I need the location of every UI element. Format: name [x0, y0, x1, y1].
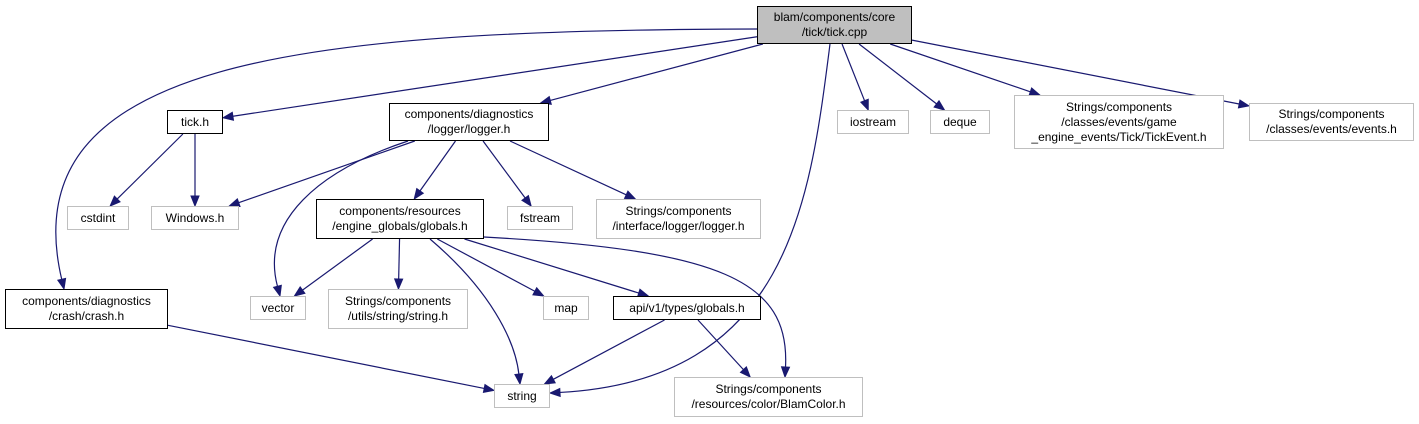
edge-globals_h-to-string: [429, 238, 524, 386]
edge-logger_h-to-windows_h: [227, 140, 415, 208]
edge-logger_h-to-iface_logger_h: [509, 140, 637, 200]
node-events-h: Strings/components /classes/events/event…: [1249, 103, 1414, 141]
edge-tick_cpp-to-tick_event_h: [890, 43, 1042, 97]
node-map: map: [543, 296, 589, 320]
node-tick-cpp[interactable]: blam/components/core /tick/tick.cpp: [757, 6, 912, 44]
node-windows-h: Windows.h: [151, 206, 239, 230]
edge-api_globals_h-to-string: [543, 319, 665, 385]
edge-globals_h-to-map: [437, 238, 545, 297]
edge-globals_h-to-string_h: [393, 238, 404, 291]
node-engine-globals-h[interactable]: components/resources /engine_globals/glo…: [316, 199, 484, 239]
edge-tick_cpp-to-tick_h: [221, 36, 758, 121]
node-blamcolor-h: Strings/components /resources/color/Blam…: [674, 377, 863, 417]
edge-logger_h-to-fstream: [482, 140, 532, 208]
node-string-utils-h: Strings/components /utils/string/string.…: [328, 289, 468, 329]
node-vector: vector: [250, 296, 306, 320]
node-deque: deque: [930, 110, 990, 134]
edge-tick_cpp-to-iostream: [841, 43, 869, 112]
edge-crash_h-to-string: [167, 324, 496, 393]
node-logger-h[interactable]: components/diagnostics /logger/logger.h: [389, 103, 549, 141]
edge-tick_cpp-to-events_h: [911, 39, 1251, 109]
edge-globals_h-to-vector: [293, 238, 373, 297]
edge-globals_h-to-blamcolor_h: [483, 236, 791, 379]
edge-tick_cpp-to-crash_h: [55, 28, 758, 291]
node-interface-logger-h: Strings/components /interface/logger/log…: [596, 199, 761, 239]
node-tick-event-h: Strings/components /classes/events/game …: [1014, 95, 1224, 149]
node-iostream: iostream: [837, 110, 909, 134]
edge-tick_cpp-to-deque: [858, 43, 946, 111]
edge-api_globals_h-to-blamcolor_h: [697, 319, 752, 378]
edge-tick_cpp-to-string: [548, 43, 831, 398]
edge-logger_h-to-globals_h: [413, 140, 456, 201]
edge-logger_h-to-vector: [272, 140, 409, 298]
edge-tick_h-to-cstdint: [109, 133, 184, 207]
node-crash-h[interactable]: components/diagnostics /crash/crash.h: [5, 289, 168, 329]
node-cstdint: cstdint: [67, 206, 129, 230]
node-string: string: [494, 384, 550, 408]
node-api-globals-h[interactable]: api/v1/types/globals.h: [613, 296, 761, 320]
node-fstream: fstream: [507, 206, 573, 230]
node-tick-h[interactable]: tick.h: [167, 110, 223, 134]
edge-tick_cpp-to-logger_h: [539, 43, 764, 105]
edge-tick_h-to-windows_h: [190, 134, 200, 208]
